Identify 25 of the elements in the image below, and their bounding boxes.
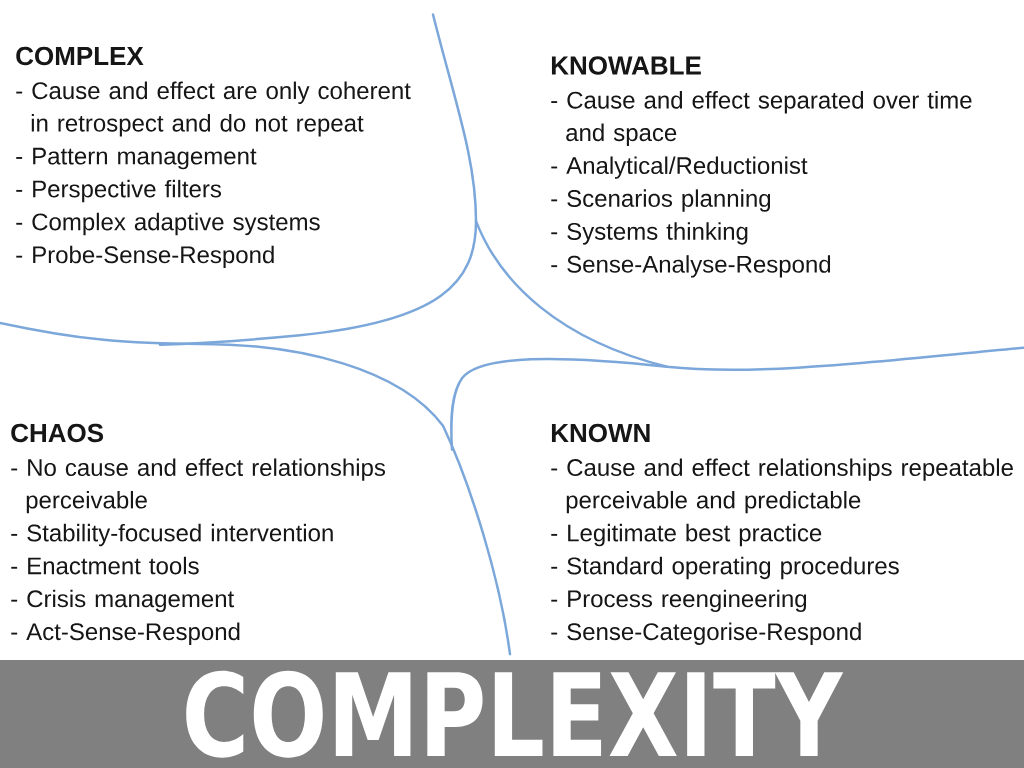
list-item: - Scenarios planning xyxy=(551,189,771,212)
list-item: - Analytical/Reductionist xyxy=(551,156,808,179)
list-item: - Sense-Categorise-Respond xyxy=(551,622,861,645)
list-item: - Cause and effect are only coherent in retrospect and do not repeat xyxy=(16,81,411,137)
quadrant-heading: KNOWN xyxy=(551,423,650,443)
list-item: - Cause and effect separated over time and space xyxy=(551,91,972,146)
list-item: - Sense-Analyse-Respond xyxy=(551,255,831,278)
quadrant-heading: CHAOS xyxy=(11,423,104,443)
list-item: - Probe-Sense-Respond xyxy=(16,245,274,269)
quadrant-heading: COMPLEX xyxy=(16,46,144,66)
list-item: - Legitimate best practice xyxy=(551,523,822,547)
list-item: - Stability-focused intervention xyxy=(11,523,333,547)
list-item: - Crisis management xyxy=(11,589,235,613)
list-item: - Standard operating procedures xyxy=(551,556,899,580)
quadrant-heading: KNOWABLE xyxy=(551,56,701,75)
title-banner: COMPLEXITY xyxy=(0,660,1024,768)
list-item: - Complex adaptive systems xyxy=(16,212,320,236)
list-item: - Process reengineering xyxy=(551,589,807,613)
list-item: - No cause and effect relationships perceivable xyxy=(11,458,386,514)
list-item: - Pattern management xyxy=(16,147,257,170)
list-item: - Systems thinking xyxy=(551,222,748,245)
list-item: - Act-Sense-Respond xyxy=(11,622,240,645)
list-item: - Enactment tools xyxy=(11,556,199,575)
list-item: - Cause and effect relationships repeatable perceivable and predictable xyxy=(551,458,1013,514)
list-item: - Perspective filters xyxy=(16,179,221,203)
